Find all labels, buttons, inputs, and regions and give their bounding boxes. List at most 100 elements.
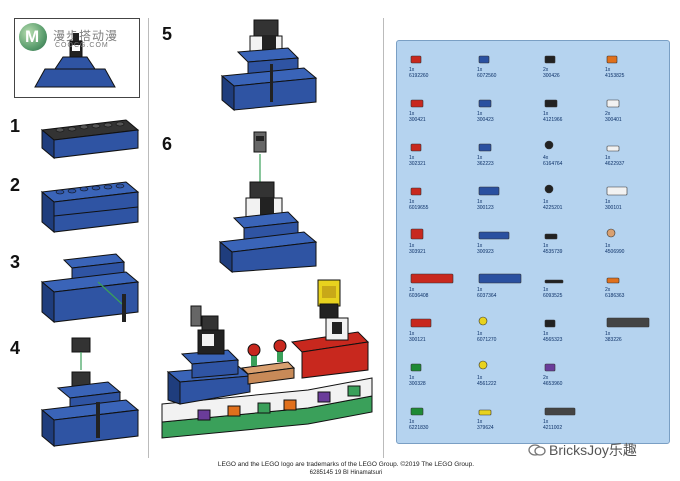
part-icon xyxy=(478,273,522,284)
logo-circle-icon xyxy=(19,23,47,51)
part-qty: 1x xyxy=(477,331,483,337)
part-id: 300328 xyxy=(409,381,426,387)
part-icon xyxy=(544,233,558,240)
part-icon xyxy=(544,407,576,416)
part-id: 300923 xyxy=(477,249,494,255)
part-icon xyxy=(410,273,454,284)
part-qty: 1x xyxy=(477,243,483,249)
step-number-3: 3 xyxy=(10,252,21,272)
logo-mark: M xyxy=(25,27,40,46)
part-qty: 1x xyxy=(409,243,415,249)
step-number-5: 5 xyxy=(162,24,173,44)
part-icon xyxy=(410,407,424,416)
part-qty: 2x xyxy=(605,111,611,117)
part-id: 6093525 xyxy=(543,293,563,299)
part-id: 6164764 xyxy=(543,161,563,167)
part-icon xyxy=(544,99,558,108)
part-id: 4622937 xyxy=(605,161,625,167)
part-icon xyxy=(606,55,618,64)
part-icon xyxy=(544,184,554,194)
part-icon xyxy=(410,55,422,64)
part-qty: 1x xyxy=(409,155,415,161)
part-id: 4121966 xyxy=(543,117,563,123)
step-1-drawing xyxy=(40,119,140,160)
part-icon xyxy=(544,140,554,150)
part-id: 6186363 xyxy=(605,293,625,299)
part-icon xyxy=(410,99,424,108)
part-id: 300401 xyxy=(605,117,622,123)
part-qty: 1x xyxy=(477,287,483,293)
logo-text-en: COOCG.COM xyxy=(55,42,109,49)
step-6-drawing xyxy=(218,131,318,274)
part-icon xyxy=(606,99,620,108)
part-id: 4535739 xyxy=(543,249,563,255)
part-id: 4153825 xyxy=(605,73,625,79)
part-icon xyxy=(410,363,422,372)
part-id: 6072560 xyxy=(477,73,497,79)
step-3-drawing xyxy=(40,253,140,324)
part-id: 300121 xyxy=(409,337,426,343)
part-qty: 1x xyxy=(543,331,549,337)
part-id: 383226 xyxy=(605,337,622,343)
part-icon xyxy=(478,316,488,326)
part-qty: 1x xyxy=(477,419,483,425)
column-divider-right xyxy=(383,18,384,458)
final-model-drawing xyxy=(161,279,373,439)
part-icon xyxy=(606,317,650,328)
part-qty: 1x xyxy=(477,375,483,381)
part-icon xyxy=(410,318,432,328)
part-id: 6071270 xyxy=(477,337,497,343)
part-icon xyxy=(478,99,492,108)
part-qty: 1x xyxy=(409,111,415,117)
part-qty: 1x xyxy=(605,199,611,205)
part-id: 300101 xyxy=(605,205,622,211)
part-icon xyxy=(606,277,620,284)
part-icon xyxy=(478,231,510,240)
part-id: 6019655 xyxy=(409,205,429,211)
part-icon xyxy=(478,409,492,416)
part-icon xyxy=(606,186,628,196)
part-icon xyxy=(410,228,424,240)
part-icon xyxy=(478,360,488,370)
part-id: 6192260 xyxy=(409,73,429,79)
part-qty: 2x xyxy=(605,287,611,293)
part-icon xyxy=(544,319,556,328)
step-number-6: 6 xyxy=(162,134,173,154)
part-qty: 1x xyxy=(477,67,483,73)
part-id: 4561222 xyxy=(477,381,497,387)
part-qty: 1x xyxy=(543,111,549,117)
footer-trademark: LEGO and the LEGO logo are trademarks of… xyxy=(217,461,475,468)
part-qty: 2x xyxy=(543,67,549,73)
part-icon xyxy=(544,55,556,64)
part-qty: 4x xyxy=(543,155,549,161)
part-qty: 1x xyxy=(477,111,483,117)
thumbnail-model-drawing xyxy=(34,33,116,88)
part-id: 6037364 xyxy=(477,293,497,299)
step-4-drawing xyxy=(40,337,140,448)
part-qty: 1x xyxy=(409,375,415,381)
part-id: 6221830 xyxy=(409,425,429,431)
part-id: 300423 xyxy=(477,117,494,123)
watermark: BricksJoy乐趣 xyxy=(528,440,637,460)
